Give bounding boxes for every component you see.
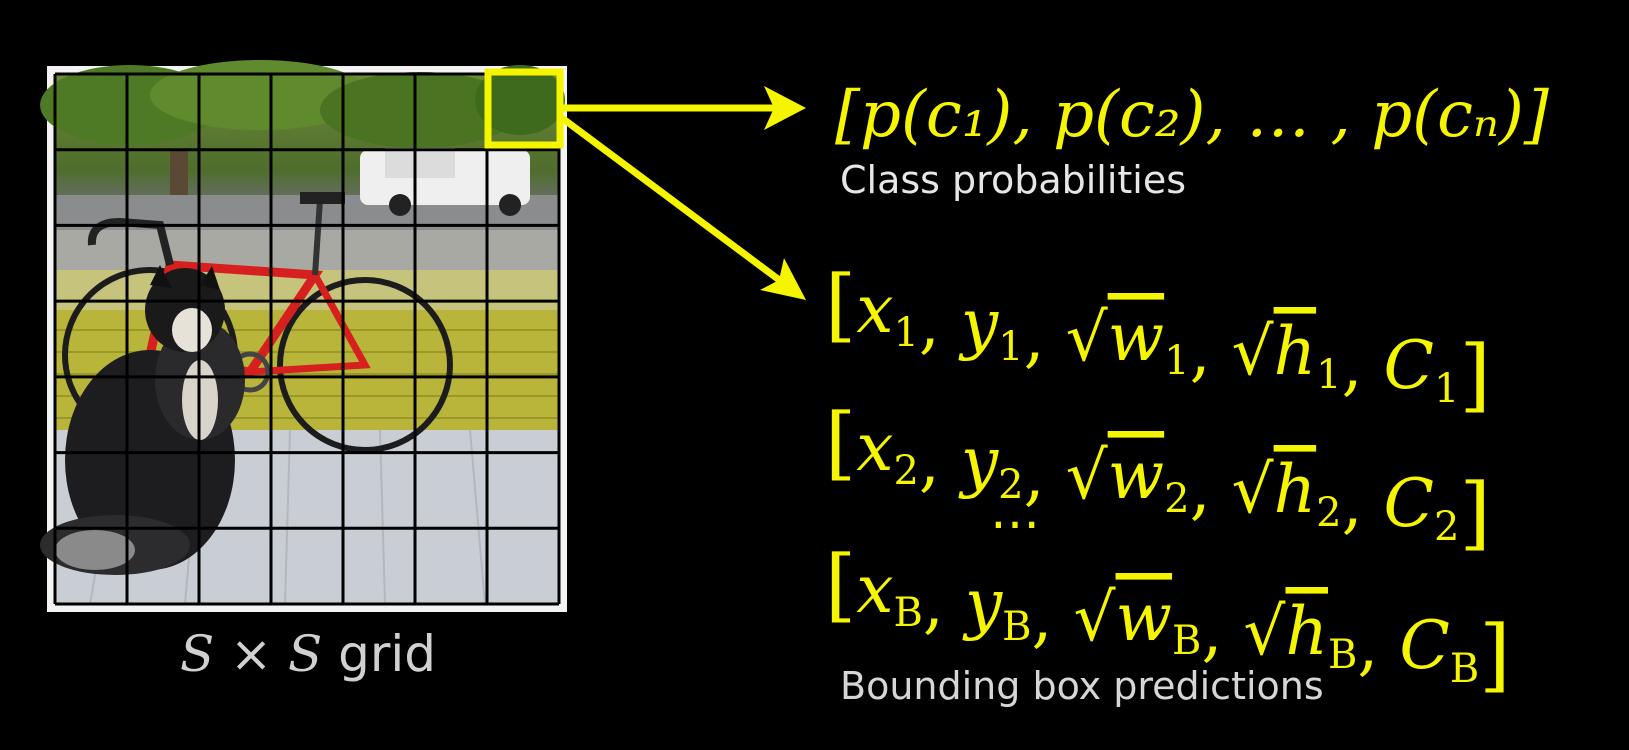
bounding-box-formulas: [x1, y1, √w1, √h1, C1][x2, y2, √w2, √h2,…	[825, 258, 1510, 701]
formula-symbol: ,	[923, 565, 965, 642]
grid-caption-times: ×	[214, 625, 288, 683]
grid-caption-var1: S	[180, 625, 215, 683]
formula-symbol: y	[962, 565, 1003, 642]
formula-subscript: B	[1172, 618, 1201, 664]
formula-symbol: h	[1274, 313, 1317, 390]
formula-subscript: 1	[1434, 366, 1459, 412]
formula-symbol: x	[856, 271, 893, 348]
formula-symbol: x	[856, 551, 893, 628]
arrow-to-class-probabilities	[560, 86, 806, 130]
formula-subscript: 2	[1164, 476, 1189, 522]
formula-symbol: , √	[1024, 299, 1109, 376]
formula-subscript: 1	[998, 324, 1023, 370]
grid-caption-word: grid	[322, 625, 437, 683]
formula-symbol: w	[1108, 437, 1165, 514]
formula-symbol: , √	[1190, 313, 1275, 390]
formula-symbol: , √	[1032, 579, 1117, 656]
formula-subscript: 2	[1434, 504, 1459, 550]
formula-symbol: , √	[1024, 437, 1109, 514]
formula-symbol: ]	[1460, 466, 1491, 559]
formula-symbol: ]	[1479, 608, 1510, 701]
formula-symbol: ,	[1342, 465, 1384, 542]
bounding-box-row: [x2, y2, √w2, √h2, C2]	[825, 396, 1491, 559]
arrow-to-bounding-boxes	[559, 115, 806, 300]
formula-subscript: 2	[1316, 490, 1341, 536]
bounding-box-caption: Bounding box predictions	[840, 664, 1324, 708]
formula-symbol: [	[825, 258, 856, 351]
formula-symbol: y	[958, 423, 999, 500]
formula-symbol: C	[1384, 327, 1435, 404]
grid-caption-var2: S	[287, 625, 323, 683]
formula-subscript: 1	[1316, 352, 1341, 398]
formula-symbol: C	[1384, 465, 1435, 542]
class-probabilities-caption: Class probabilities	[840, 158, 1187, 202]
formula-subscript: 2	[893, 448, 918, 494]
formula-subscript: B	[1450, 646, 1479, 692]
formula-symbol: [	[825, 538, 856, 631]
formula-symbol: C	[1399, 607, 1450, 684]
formula-symbol: h	[1274, 451, 1317, 528]
formula-symbol: ,	[919, 423, 961, 500]
formula-symbol: ]	[1460, 328, 1491, 421]
formula-symbol: [	[825, 396, 856, 489]
formula-subscript: B	[1002, 604, 1031, 650]
formula-symbol: , √	[1201, 593, 1286, 670]
formula-symbol: x	[856, 409, 893, 486]
formula-subscript: 1	[1164, 338, 1189, 384]
class-probabilities-formula: [p(c₁), p(c₂), … , p(cₙ)]	[835, 78, 1550, 152]
formula-symbol: w	[1116, 579, 1173, 656]
grid-lines	[53, 72, 561, 606]
bounding-box-row: [xB, yB, √wB, √hB, CB]	[825, 538, 1510, 701]
formula-subscript: 1	[893, 310, 918, 356]
photo-panel	[40, 60, 567, 612]
formula-subscript: B	[1328, 632, 1357, 678]
bounding-box-row: [x1, y1, √w1, √h1, C1]	[825, 258, 1491, 421]
sidewalk	[55, 230, 559, 270]
formula-symbol: , √	[1190, 451, 1275, 528]
formula-symbol: h	[1285, 593, 1328, 670]
formula-subscript: 2	[998, 462, 1023, 508]
grid-caption: S × S grid	[180, 625, 436, 683]
formula-subscript: B	[893, 590, 922, 636]
formula-symbol: ,	[919, 285, 961, 362]
bounding-box-ellipsis: …	[990, 482, 1040, 540]
formula-symbol: ,	[1357, 607, 1399, 684]
formula-symbol: y	[958, 285, 999, 362]
formula-symbol: w	[1108, 299, 1165, 376]
formula-symbol: ,	[1342, 327, 1384, 404]
